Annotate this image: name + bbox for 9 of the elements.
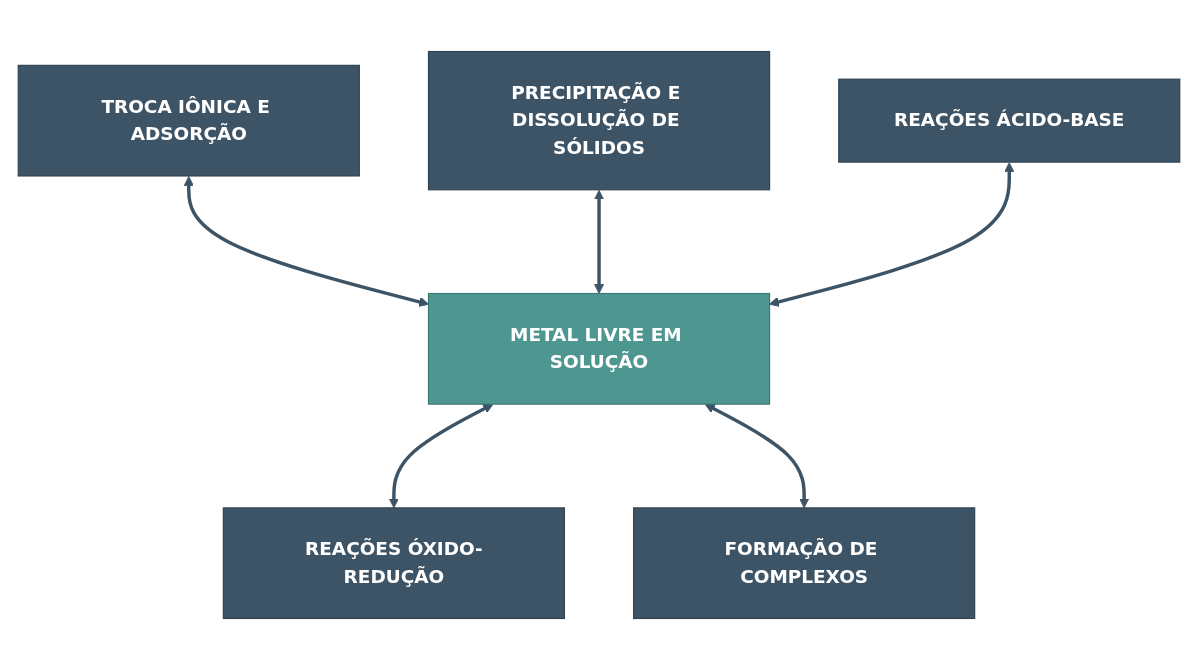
arrow <box>704 403 809 509</box>
node-box: TROCA IÔNICA E ADSORÇÃO <box>17 64 360 177</box>
node-box: PRECIPITAÇÃO E DISSOLUÇÃO DE SÓLIDOS <box>427 50 770 191</box>
arrow <box>388 403 493 509</box>
node-box: REAÇÕES ÁCIDO-BASE <box>837 78 1180 163</box>
node-box: FORMAÇÃO DE COMPLEXOS <box>632 507 975 620</box>
node-box: REAÇÕES ÓXIDO-REDUÇÃO <box>222 507 565 620</box>
node-box: METAL LIVRE EM SOLUÇÃO <box>427 292 770 405</box>
arrow <box>593 189 604 294</box>
